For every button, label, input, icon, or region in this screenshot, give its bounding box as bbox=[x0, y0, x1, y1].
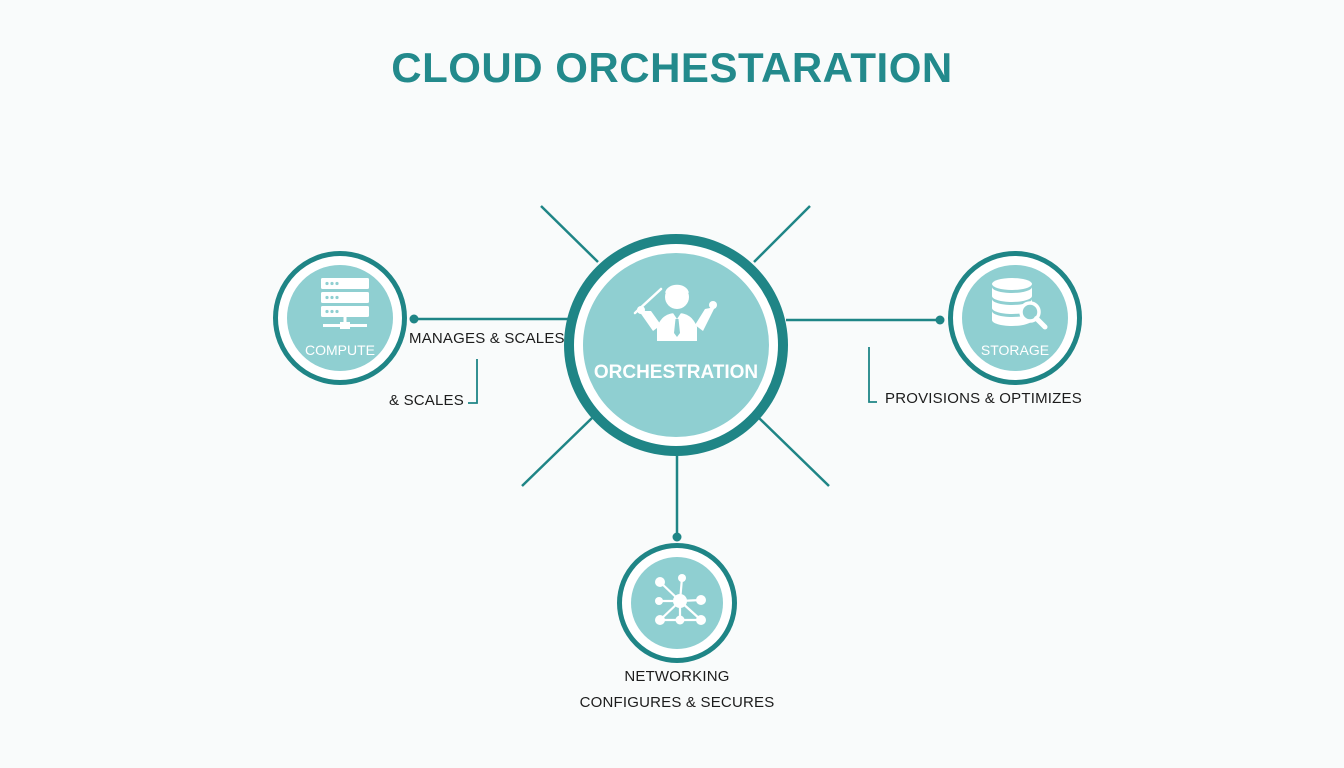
compute-connector-dot bbox=[409, 314, 419, 324]
networking-node bbox=[617, 543, 737, 663]
spoke-top-left bbox=[540, 205, 599, 263]
database-search-icon bbox=[992, 278, 1048, 330]
networking-connector-dot bbox=[672, 532, 682, 542]
network-nodes-icon bbox=[655, 574, 706, 625]
diagram-title: CLOUD ORCHESTARATION bbox=[391, 44, 953, 91]
networking-label: NETWORKING bbox=[624, 668, 730, 685]
compute-label: COMPUTE bbox=[305, 342, 375, 358]
orchestration-node-fill bbox=[583, 253, 769, 437]
server-rack-icon bbox=[321, 278, 369, 329]
storage-bracket bbox=[868, 347, 877, 403]
spoke-bottom-right bbox=[758, 417, 830, 487]
storage-relation-label: PROVISIONS & OPTIMIZES bbox=[885, 390, 1082, 407]
compute-node: COMPUTE bbox=[273, 251, 407, 385]
spoke-top-right bbox=[753, 205, 811, 263]
storage-node: STORAGE bbox=[948, 251, 1082, 385]
conductor-icon bbox=[633, 284, 717, 341]
spoke-bottom-left bbox=[521, 417, 593, 487]
compute-secondary-label: & SCALES bbox=[389, 392, 464, 409]
compute-bracket bbox=[468, 359, 478, 404]
orchestration-label: ORCHESTRATION bbox=[593, 362, 759, 383]
storage-label: STORAGE bbox=[980, 342, 1050, 358]
storage-connector-dot bbox=[935, 315, 945, 325]
networking-relation-label: CONFIGURES & SECURES bbox=[579, 694, 775, 711]
orchestration-node: ORCHESTRATION bbox=[564, 234, 788, 456]
compute-relation-label: MANAGES & SCALES bbox=[409, 330, 565, 347]
